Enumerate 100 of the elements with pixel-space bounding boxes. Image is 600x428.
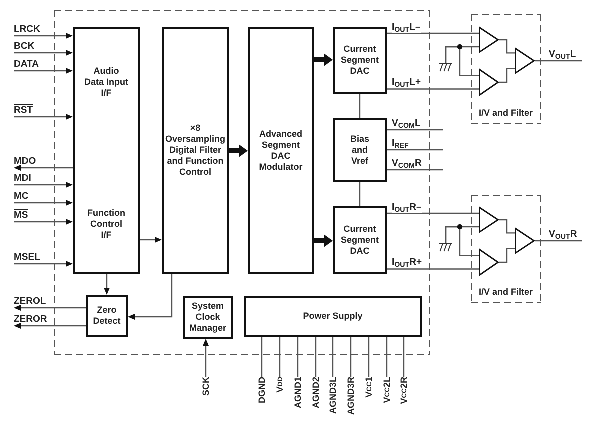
- pin-label: BCK: [14, 42, 35, 52]
- wire: [297, 337, 299, 377]
- wire: [387, 129, 443, 131]
- wire: [368, 337, 370, 377]
- bus-arrow: [314, 234, 333, 248]
- arrow: [128, 274, 173, 320]
- block-label: Power Supply: [303, 311, 363, 322]
- filter-block: [471, 14, 541, 124]
- block-label: System Clock Manager: [189, 301, 226, 334]
- function-block: [333, 206, 387, 274]
- arrow: [14, 182, 73, 188]
- pin-label: DATA: [14, 60, 39, 70]
- arrow: [14, 200, 73, 206]
- function-block: [86, 295, 128, 337]
- wire: [261, 337, 263, 377]
- wire: [499, 39, 515, 54]
- pin-label: LRCK: [14, 25, 40, 35]
- pin-label: ZEROR: [14, 315, 48, 325]
- amplifier-symbol: [479, 27, 499, 53]
- ground-symbol: [439, 243, 453, 252]
- arrow: [14, 305, 86, 311]
- block-label: I/V and Filter: [478, 287, 533, 298]
- block-label: Bias and Vref: [350, 134, 370, 166]
- wire: [387, 212, 479, 214]
- pin-label: AGND3L: [328, 377, 338, 414]
- function-block: [183, 296, 233, 339]
- wire: [403, 337, 405, 377]
- function-block: [244, 296, 422, 337]
- arrow: [14, 68, 73, 74]
- block-label: Current Segment DAC: [341, 44, 379, 77]
- amplifier-symbol: [515, 48, 535, 74]
- wire: [332, 337, 334, 377]
- wire: [386, 337, 388, 377]
- chip-boundary: [54, 10, 430, 355]
- pin-label: MS: [14, 211, 28, 221]
- wire: [499, 219, 515, 234]
- wire: [315, 337, 317, 377]
- block-label: I/V and Filter: [478, 108, 533, 119]
- function-block: [248, 27, 314, 274]
- wire: [359, 182, 361, 206]
- function-block: [73, 27, 140, 274]
- function-block: [333, 27, 387, 94]
- arrow: [14, 114, 73, 120]
- wire: [499, 68, 515, 84]
- block-label: Function Control I/F: [86, 208, 126, 241]
- pin-label: ZEROL: [14, 297, 46, 307]
- pin-label: MSEL: [14, 253, 40, 263]
- signal-label: V$_{OUT}$L: [549, 50, 576, 60]
- wire: [387, 268, 479, 270]
- amplifier-symbol: [479, 207, 499, 233]
- amplifier-symbol: [479, 69, 499, 96]
- wire: [387, 88, 479, 90]
- signal-label: I$_{OUT}$L+: [392, 78, 422, 88]
- pin-label: AGND2: [311, 377, 321, 409]
- bus-arrow: [229, 144, 248, 158]
- filter-block: [471, 195, 541, 303]
- wire: [279, 337, 281, 377]
- function-block: [333, 118, 387, 182]
- amplifier-symbol: [479, 249, 499, 276]
- pin-label: MDO: [14, 157, 36, 167]
- arrow: [203, 339, 209, 377]
- signal-label: V$_{COM}$L: [392, 119, 421, 129]
- arrow: [14, 33, 73, 39]
- signal-label: V$_{COM}$R: [392, 159, 422, 169]
- block-label: Advanced Segment DAC Modulator: [259, 128, 303, 172]
- function-block: [162, 27, 229, 274]
- signal-label: I$_{OUT}$R+: [392, 258, 422, 268]
- pin-label: MDI: [14, 174, 32, 184]
- wire: [359, 94, 361, 118]
- bus-arrow: [314, 54, 333, 66]
- signal-label: I$_{OUT}$R–: [392, 202, 422, 212]
- pin-label: RST: [14, 106, 33, 116]
- block-label: Current Segment DAC: [341, 224, 379, 256]
- signal-label: I$_{OUT}$L–: [392, 22, 421, 32]
- arrow: [14, 323, 86, 329]
- block-label: Zero Detect: [93, 305, 121, 327]
- arrow: [140, 237, 162, 243]
- wire: [535, 60, 582, 62]
- ground-symbol: [439, 63, 453, 72]
- wire: [445, 226, 479, 256]
- wire: [387, 32, 479, 34]
- block-label: ×8 Oversampling Digital Filter and Function Control: [165, 123, 226, 178]
- wire: [499, 248, 515, 264]
- pin-label: DGND: [257, 377, 267, 404]
- wire: [535, 240, 582, 242]
- pin-label: MC: [14, 192, 29, 202]
- wire: [445, 46, 479, 76]
- arrow: [104, 274, 110, 295]
- arrow: [14, 219, 73, 225]
- amplifier-symbol: [515, 228, 535, 254]
- signal-label: V$_{OUT}$R: [549, 230, 578, 240]
- pin-label: AGND1: [293, 377, 303, 409]
- wire: [387, 169, 443, 171]
- wire: [387, 149, 443, 151]
- arrow: [14, 261, 73, 267]
- pin-label: AGND3R: [346, 377, 356, 416]
- block-label: Audio Data Input I/F: [84, 66, 130, 99]
- pin-label: SCK: [201, 377, 211, 396]
- wire: [350, 337, 352, 377]
- arrow: [14, 50, 73, 56]
